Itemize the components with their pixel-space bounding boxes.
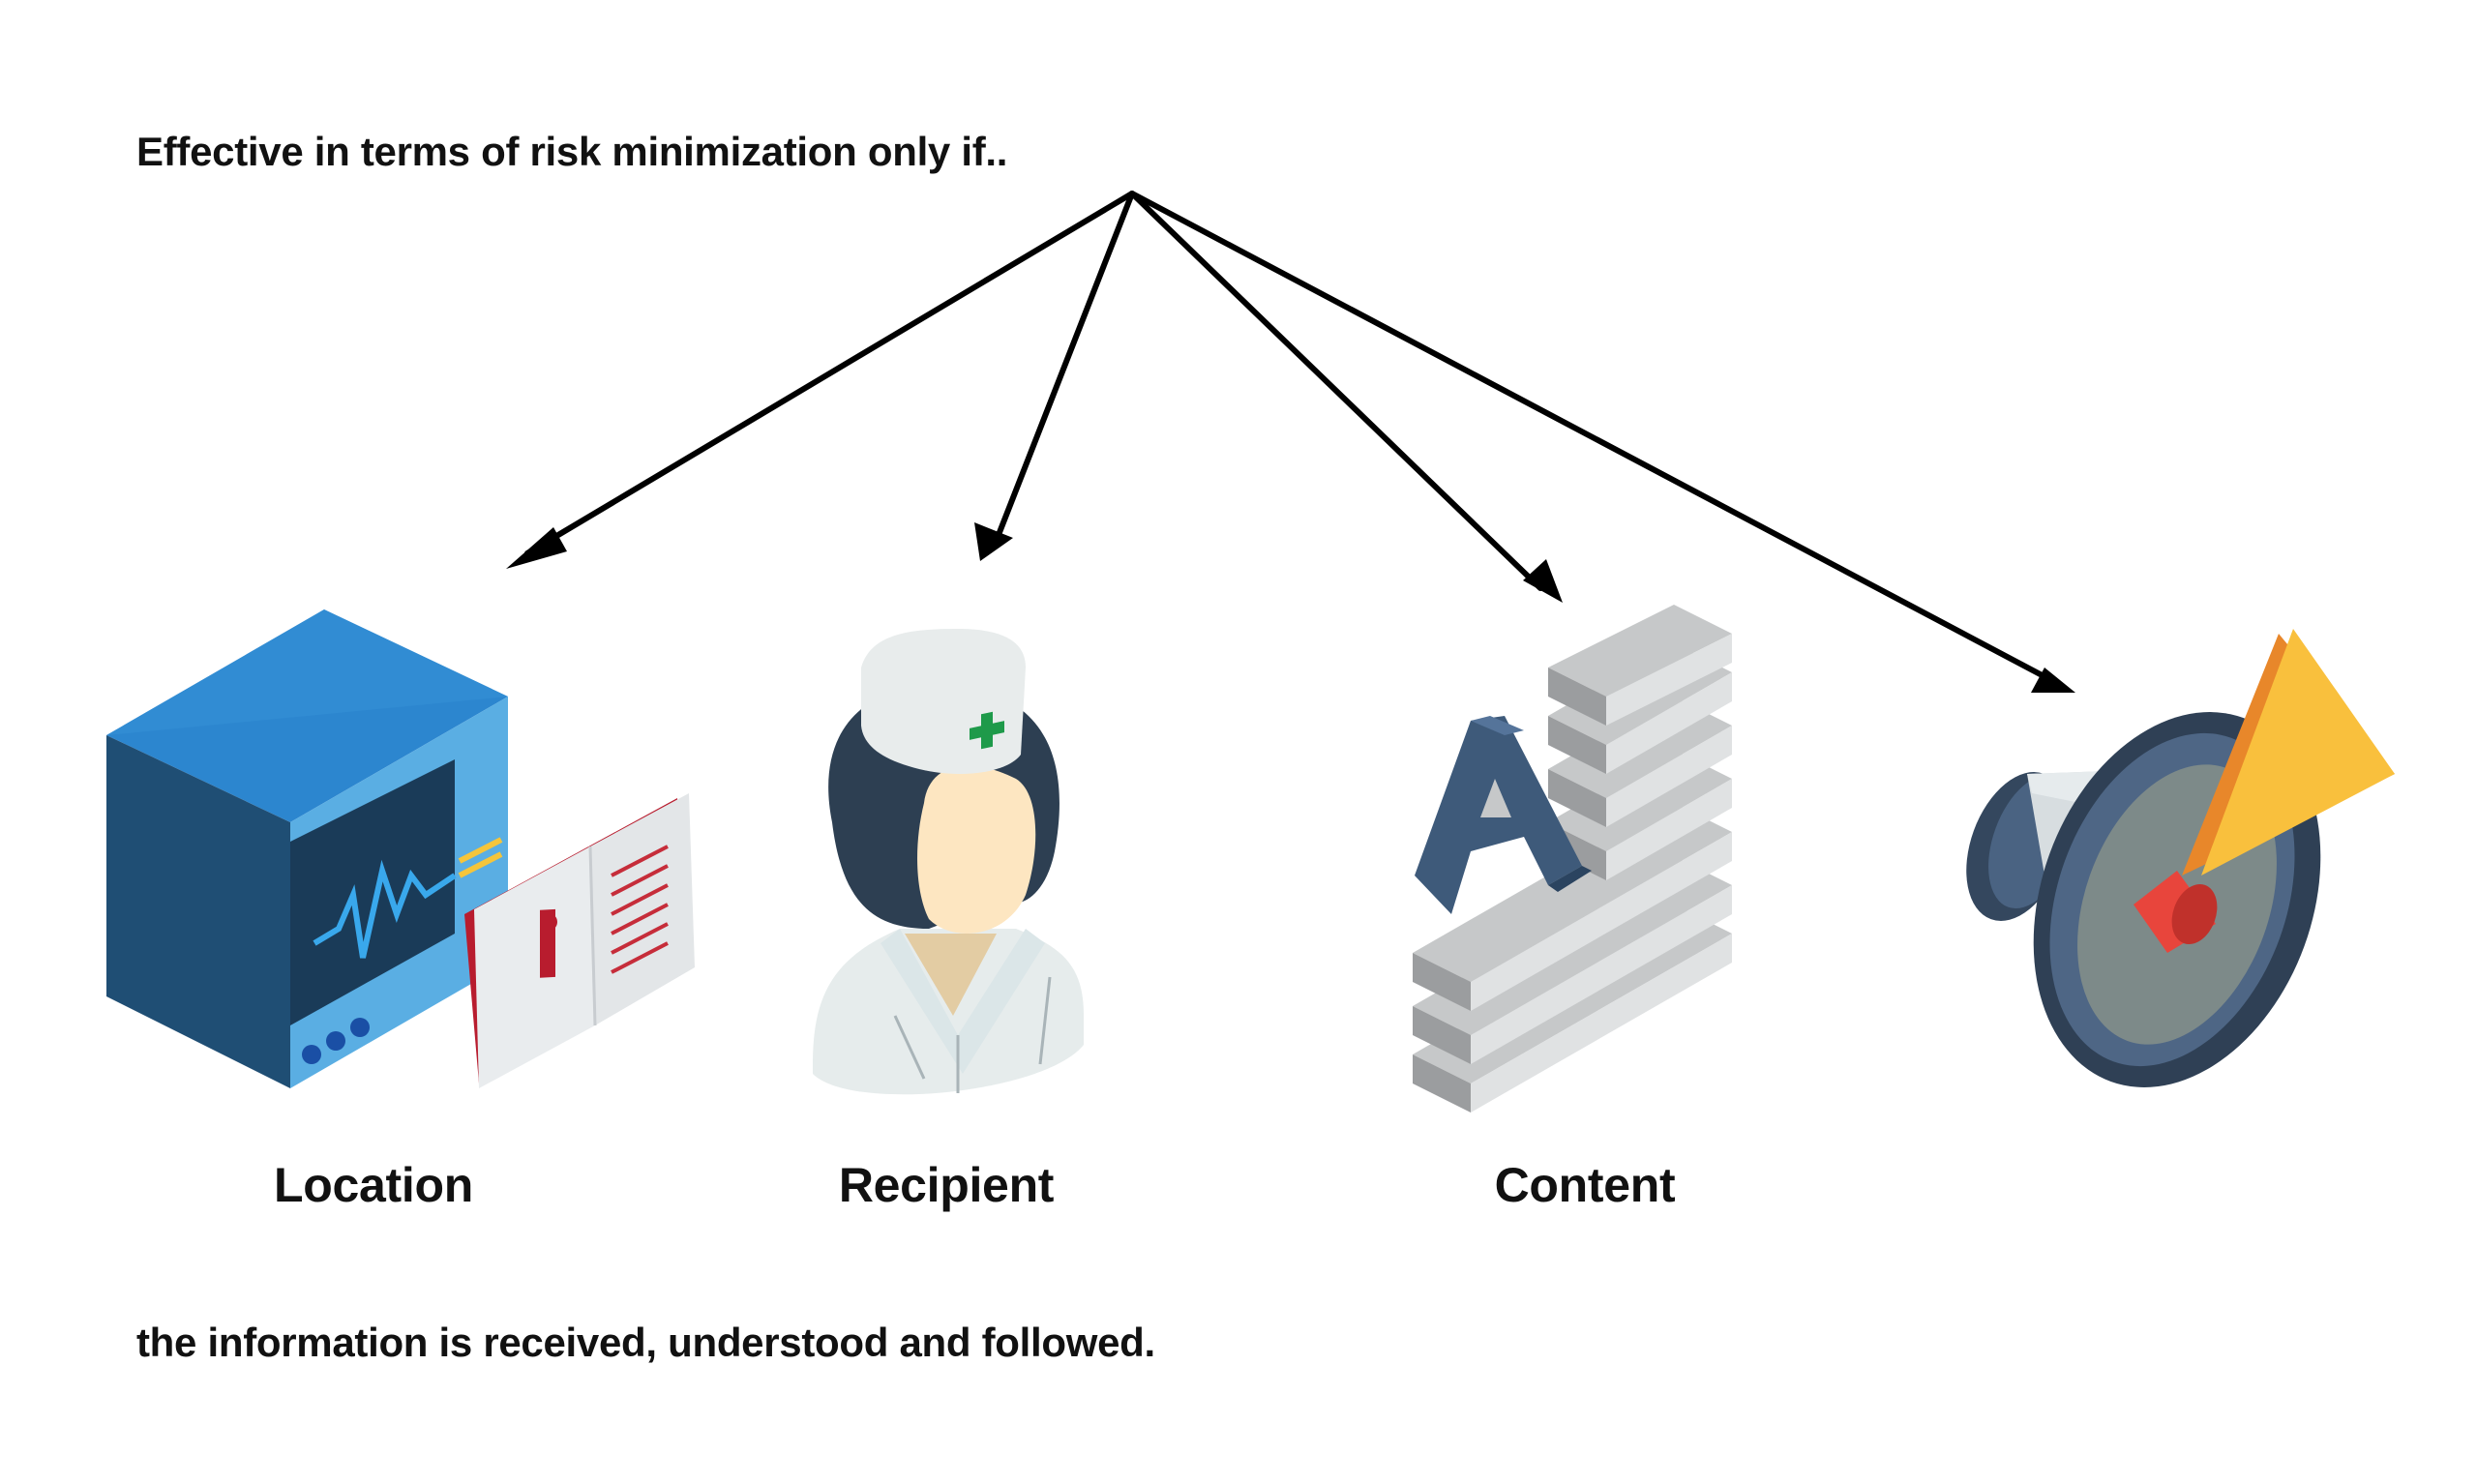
- arrow-to-recipient: [994, 191, 1135, 543]
- label-recipient: Recipient: [838, 1158, 1055, 1212]
- diagram-footer: the information is received, understood …: [136, 1320, 1155, 1365]
- arrowhead-content: [1523, 559, 1563, 603]
- arrowhead-location: [506, 527, 567, 569]
- label-location: Location: [274, 1158, 473, 1212]
- arrow-to-channel: [1129, 191, 2052, 682]
- diagram-heading: Effective in terms of risk minimization …: [136, 129, 1008, 174]
- arrow-to-location: [524, 191, 1135, 556]
- arrowhead-recipient: [974, 522, 1013, 561]
- label-content: Content: [1494, 1158, 1676, 1212]
- arrow-to-content: [1129, 191, 1543, 591]
- arrowhead-channel: [2031, 668, 2075, 693]
